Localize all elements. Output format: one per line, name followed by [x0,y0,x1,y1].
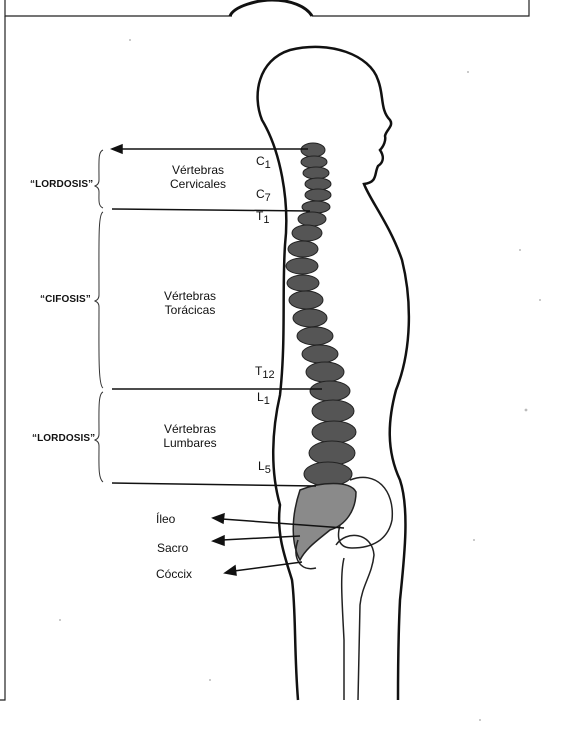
arrow-coccix [225,566,236,575]
vertebra-label-l5: L5 [258,459,271,477]
arrow-sacro [213,536,224,545]
group-lumbar-line2: Lumbares [150,436,230,450]
line-c7-t1 [112,209,310,211]
vertebra-label-c1: C1 [256,154,271,172]
group-label-lumbar: Vértebras Lumbares [150,422,230,450]
arrow-line-sacro [222,536,300,540]
l5-number: 5 [265,464,271,476]
l5-letter: L [258,459,265,473]
region-brackets [95,150,103,482]
frame-top-left [5,0,232,16]
arrow-line-coccix [234,562,302,571]
group-thoracic-line1: Vértebras [150,289,230,303]
bracket-thoracic [95,212,103,388]
group-cervical-line1: Vértebras [158,163,238,177]
group-label-cervical: Vértebras Cervicales [158,163,238,191]
t12-number: 12 [262,369,274,381]
speckle-noise [59,39,541,721]
frame-left [0,16,5,700]
spine [286,143,356,486]
group-lumbar-line1: Vértebras [150,422,230,436]
sacrum-shape [293,484,356,561]
vertebra-label-c7: C7 [256,187,271,205]
vertebra-label-l1: L1 [257,390,270,408]
arrow-c1 [112,145,122,153]
vertebra-label-t1: T1 [256,209,269,227]
group-label-thoracic: Vértebras Torácicas [150,289,230,317]
femur-left [342,558,344,700]
region-label-thoracic: “CIFOSIS” [40,294,91,305]
part-label-sacro: Sacro [157,541,188,555]
arrow-ileo [213,514,224,523]
c1-number: 1 [265,159,271,171]
group-cervical-line2: Cervicales [158,177,238,191]
bracket-cervical [95,150,103,208]
line-l5 [112,483,316,486]
head-top-curve [230,0,312,16]
femur-right [336,535,374,700]
group-thoracic-line2: Torácicas [150,303,230,317]
l1-letter: L [257,390,264,404]
region-label-lumbar: “LORDOSIS” [32,433,95,444]
part-label-ileo: Íleo [156,512,175,526]
l1-number: 1 [264,395,270,407]
part-label-coccix: Cóccix [156,567,192,581]
c7-number: 7 [265,192,271,204]
c7-letter: C [256,187,265,201]
t1-number: 1 [263,214,269,226]
vertebra-label-t12: T12 [255,364,275,382]
pelvis [293,477,392,700]
region-label-cervical: “LORDOSIS” [30,179,93,190]
bracket-lumbar [95,392,103,482]
c1-letter: C [256,154,265,168]
frame-top-right [312,0,529,16]
